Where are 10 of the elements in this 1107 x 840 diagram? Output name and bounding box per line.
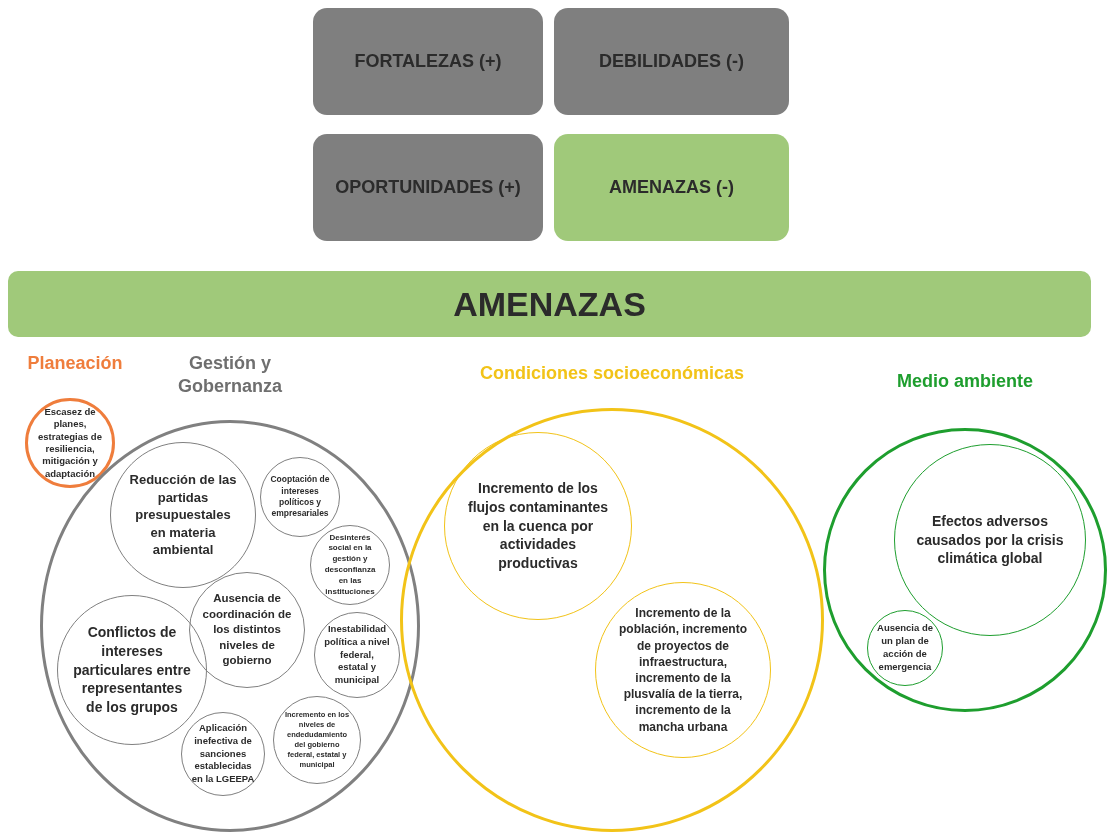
swot-box: AMENAZAS (-) <box>554 134 789 241</box>
group-heading: Gestión y Gobernanza <box>177 352 283 399</box>
topic-circle: Escasez de planes, estrategias de resiliencia, mitigación y adaptación <box>25 398 115 488</box>
swot-box: OPORTUNIDADES (+) <box>313 134 543 241</box>
swot-box: DEBILIDADES (-) <box>554 8 789 115</box>
title-banner: AMENAZAS <box>8 271 1091 337</box>
swot-box: FORTALEZAS (+) <box>313 8 543 115</box>
group-heading: Planeación <box>26 352 124 375</box>
group-heading: Medio ambiente <box>896 370 1034 393</box>
group-heading: Condiciones socioeconómicas <box>478 362 746 385</box>
